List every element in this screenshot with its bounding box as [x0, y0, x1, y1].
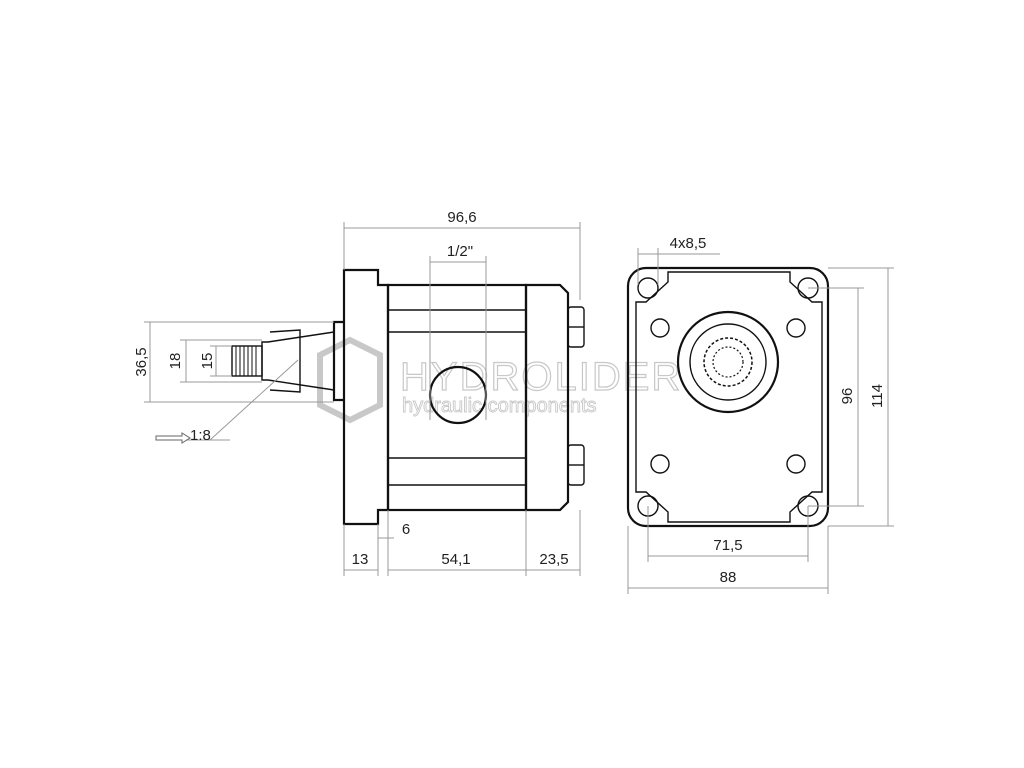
pilot-spigot — [332, 320, 344, 402]
hub-spline — [703, 337, 753, 387]
label-bolt-horizontal: 71,5 — [713, 537, 742, 554]
watermark: HYDROLIDER hydraulic components — [317, 336, 682, 424]
hub-spline-inner — [712, 346, 744, 378]
label-body-length: 54,1 — [441, 551, 470, 568]
label-flange-thickness: 13 — [352, 551, 369, 568]
label-taper: 1:8 — [190, 427, 211, 444]
watermark-tagline: hydraulic components — [402, 395, 597, 417]
label-shaft-18: 18 — [167, 353, 184, 370]
taper-leader — [209, 359, 299, 441]
bolt-top-left — [650, 318, 670, 338]
shaft-thread — [231, 345, 263, 377]
label-flange-height: 36,5 — [133, 347, 150, 376]
label-width: 88 — [720, 569, 737, 586]
mount-hole-top-left — [637, 277, 659, 299]
label-bolt-vertical: 96 — [839, 388, 856, 405]
front-inner-plate — [635, 271, 823, 523]
label-cover-length: 23,5 — [539, 551, 568, 568]
watermark-brand: HYDROLIDER — [400, 355, 682, 399]
front-dimensions: 4x8,5 96 114 71,5 88 — [627, 235, 894, 594]
taper-symbol-icon — [155, 432, 191, 444]
front-outer-plate — [626, 266, 830, 528]
side-dimensions: 96,6 1/2" 36,5 18 15 1:8 13 6 — [133, 209, 581, 576]
label-shaft-15: 15 — [199, 353, 216, 370]
bolt-top-right — [786, 318, 806, 338]
bolt-bottom-right — [786, 454, 806, 474]
tapered-shaft — [261, 331, 335, 391]
label-pilot-depth: 6 — [402, 521, 410, 538]
label-overall-length: 96,6 — [447, 209, 476, 226]
front-view — [626, 266, 830, 528]
shaft-shoulder — [269, 329, 301, 393]
thread-hatch — [235, 346, 257, 376]
bolt-bottom-left — [650, 454, 670, 474]
label-height: 114 — [869, 384, 886, 408]
hub-ring — [689, 323, 767, 401]
label-port-size: 1/2" — [447, 243, 473, 260]
label-holes: 4x8,5 — [670, 235, 707, 252]
watermark-logo-hexagon — [317, 336, 383, 424]
hub-outer — [676, 310, 780, 414]
